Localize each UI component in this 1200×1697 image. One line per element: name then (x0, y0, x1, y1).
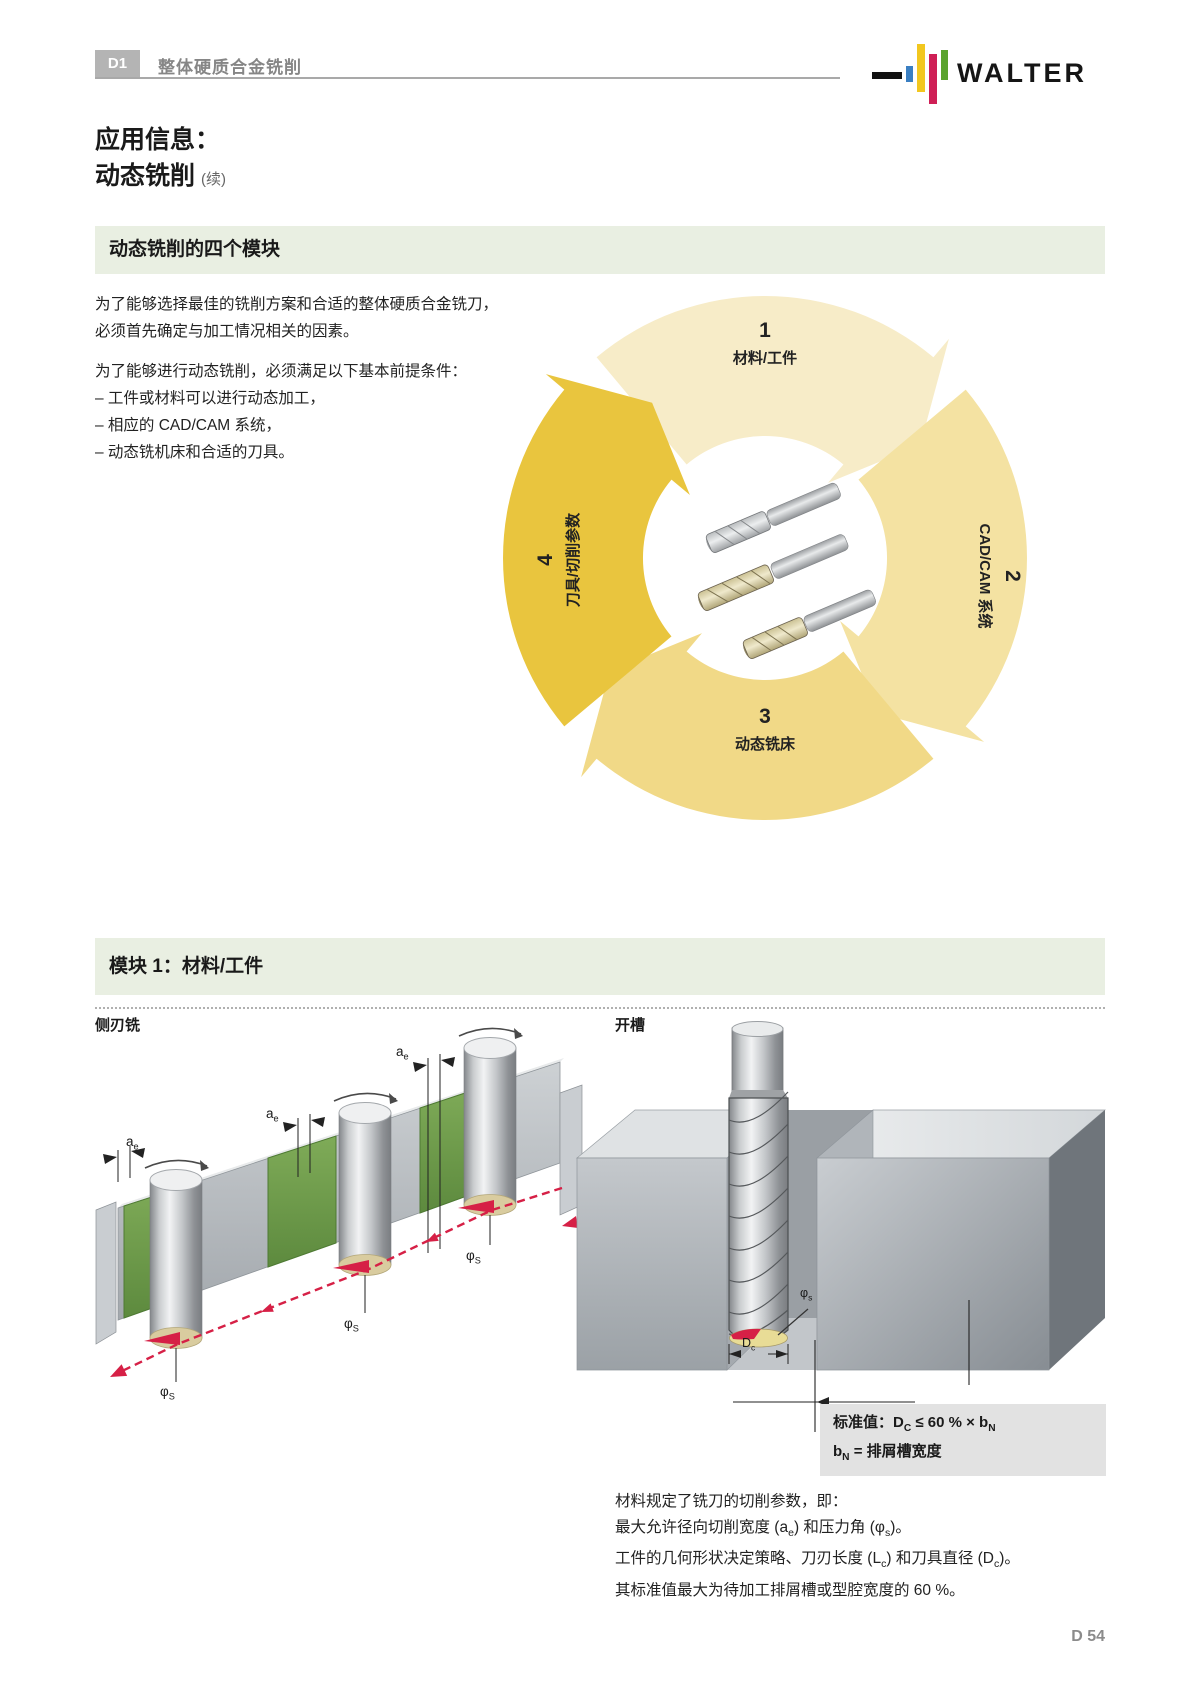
page-title-line1: 应用信息： (95, 126, 221, 154)
end-mill-silver (705, 482, 841, 553)
note-line-1: 材料规定了铣刀的切削参数，即： (615, 1493, 848, 1510)
cycle-module-4: 4 刀具/切削参数 (530, 475, 586, 645)
page-number: D 54 (1071, 1628, 1105, 1645)
cycle-arrow-2 (840, 389, 1027, 742)
walter-logo: WALTER (872, 42, 1087, 104)
section-title: 整体硬质合金铣削 (158, 58, 302, 77)
intro-bullet-2: – 相应的 CAD/CAM 系统， (95, 417, 282, 434)
cycle-module-3-label: 动态铣床 (734, 736, 795, 753)
cycle-module-4-number: 4 (534, 554, 557, 566)
cycle-diagram (503, 296, 1027, 820)
cycle-module-2-label: CAD/CAM 系统 (976, 523, 993, 629)
material-note: 材料规定了铣刀的切削参数，即： 最大允许径向切削宽度 (ae) 和压力角 (φs… (615, 1489, 1115, 1603)
intro-p1-line2: 必须首先确定与加工情况相关的因素。 (95, 323, 359, 340)
cutter-cylinder-3 (463, 1037, 517, 1216)
figure-slotting (576, 1021, 1106, 1432)
rotation-arrow-2 (333, 1092, 398, 1104)
figure-side-milling (95, 1027, 583, 1382)
dotted-separator (95, 1007, 1105, 1009)
header-rule (95, 77, 840, 79)
tool-path-arrow-1 (426, 1232, 439, 1242)
cycle-arrow-1 (596, 296, 949, 483)
logo-dash-icon (872, 72, 902, 79)
tool-path-arrow-end (110, 1364, 128, 1377)
figure-caption-side-milling: 侧刃铣 (95, 1017, 141, 1034)
tool-path-arrow-2 (261, 1303, 274, 1312)
label-dc-slot: Dc (742, 1336, 756, 1353)
rotation-arrow-1 (144, 1159, 209, 1171)
section-band-module1: 模块 1：材料/工件 (95, 938, 1105, 995)
cycle-module-2-number: 2 (1001, 570, 1024, 582)
formula-line-2: bN = 排屑槽宽度 (833, 1443, 942, 1463)
cycle-arrow-3 (581, 633, 934, 820)
logo-wordmark: WALTER (957, 58, 1087, 88)
ae-dimension-2 (283, 1114, 325, 1177)
intro-bullet-3: – 动态铣机床和合适的刀具。 (95, 444, 294, 461)
engagement-arrow-1 (144, 1332, 180, 1345)
section-band-modules: 动态铣削的四个模块 (95, 226, 1105, 274)
engagement-arrow-3 (458, 1200, 494, 1213)
right-block-side (1049, 1110, 1105, 1370)
rotation-arrow-3 (458, 1027, 523, 1039)
label-phis-3: φS (466, 1248, 481, 1266)
end-mill-gold-long (697, 534, 849, 611)
section-code-badge: D1 (95, 50, 140, 77)
intro-bullet-1: – 工件或材料可以进行动态加工， (95, 390, 325, 407)
workpiece-end-plate-left (95, 1201, 117, 1345)
intro-p2-intro: 为了能够进行动态铣削，必须满足以下基本前提条件： (95, 363, 468, 380)
plate-feed-arrow (562, 1216, 578, 1228)
label-phis-1: φS (160, 1384, 175, 1402)
cycle-module-1-label: 材料/工件 (732, 350, 798, 367)
standard-value-box: 标准值：DC ≤ 60 % × bN bN = 排屑槽宽度 (820, 1404, 1106, 1476)
logo-bar-magenta-icon (929, 54, 937, 104)
left-block-front (576, 1157, 728, 1371)
cutter-cylinder-1 (149, 1169, 203, 1349)
cycle-module-1-number: 1 (759, 319, 771, 342)
ae-dimension-3 (413, 1054, 455, 1253)
logo-bar-yellow-icon (917, 44, 925, 92)
slot-end-mill (728, 1021, 789, 1348)
cycle-arrow-4 (503, 374, 690, 727)
logo-bar-blue-icon (906, 66, 913, 82)
cycle-module-4-label: 刀具/切削参数 (565, 512, 582, 608)
dc-dimension (728, 1344, 789, 1364)
phi-pointer-slot (777, 1308, 809, 1336)
end-mill-red-sector (731, 1328, 761, 1340)
engagement-arrow-2 (333, 1260, 369, 1273)
right-block-front (816, 1157, 1050, 1371)
label-ae-1: ae (126, 1134, 139, 1152)
milled-face-2 (267, 1135, 337, 1268)
ae-dimension-1 (103, 1146, 145, 1182)
intro-p1-line1: 为了能够选择最佳的铣削方案和合适的整体硬质合金铣刀， (95, 296, 499, 313)
note-line-4: 其标准值最大为待加工排屑槽或型腔宽度的 60 %。 (615, 1581, 965, 1599)
label-ae-2: ae (266, 1106, 279, 1124)
cutter-cylinder-2 (338, 1102, 392, 1276)
cycle-module-1: 1 材料/工件 (665, 318, 865, 368)
figure-caption-slotting: 开槽 (615, 1017, 646, 1034)
label-phis-2: φS (344, 1316, 359, 1334)
label-ae-3: ae (396, 1044, 409, 1062)
intro-text: 为了能够选择最佳的铣削方案和合适的整体硬质合金铣刀， 必须首先确定与加工情况相关… (95, 291, 525, 466)
cycle-module-2: 2 CAD/CAM 系统 (972, 491, 1028, 661)
logo-bar-green-icon (941, 50, 948, 80)
label-phis-slot: φs (800, 1286, 813, 1303)
cycle-module-3: 3 动态铣床 (665, 704, 865, 754)
page-title-cont: (续) (201, 171, 227, 188)
end-mill-gold-short (742, 589, 876, 659)
page-title-line2: 动态铣削(续) (95, 162, 227, 190)
formula-line-1: 标准值：DC ≤ 60 % × bN (833, 1414, 996, 1434)
note-line-2: 最大允许径向切削宽度 (ae) 和压力角 (φs)。 (615, 1518, 911, 1539)
cycle-module-3-number: 3 (759, 705, 771, 728)
page-title: 应用信息： 动态铣削(续) (95, 122, 226, 198)
note-line-3: 工件的几何形状决定策略、刀刃长度 (Lc) 和刀具直径 (Dc)。 (615, 1550, 1020, 1571)
